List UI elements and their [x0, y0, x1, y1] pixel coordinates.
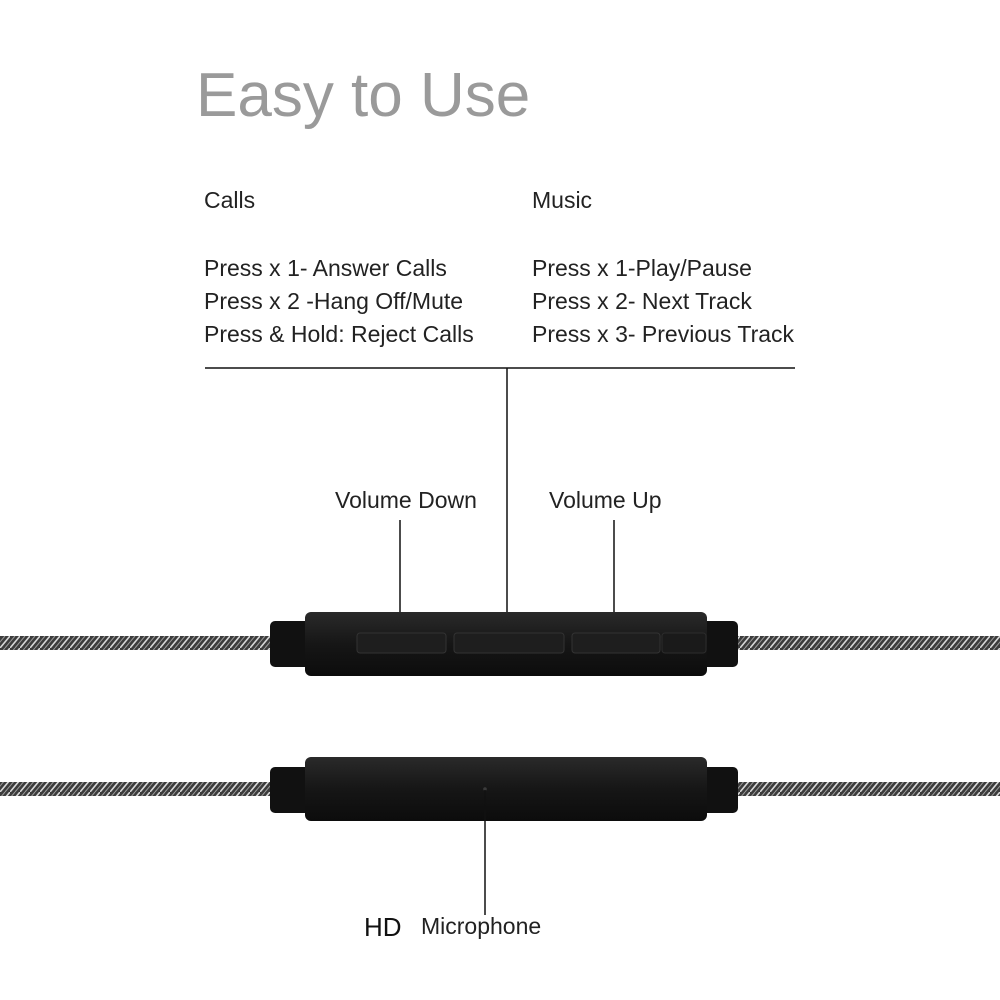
- calls-item: Press x 2 -Hang Off/Mute: [204, 288, 464, 314]
- volume-down-button: [356, 632, 447, 654]
- page-title: Easy to Use: [196, 61, 531, 130]
- volume-down-label: Volume Down: [335, 487, 477, 513]
- music-item: Press x 3- Previous Track: [532, 321, 795, 347]
- music-heading: Music: [532, 187, 593, 213]
- calls-heading: Calls: [204, 187, 256, 213]
- remote-control: [270, 612, 738, 676]
- calls-item: Press & Hold: Reject Calls: [204, 321, 474, 347]
- cable-top: [0, 636, 1000, 650]
- microphone-hole: [483, 787, 487, 791]
- microphone-label: Microphone: [421, 913, 542, 939]
- multifunction-button: [453, 632, 565, 654]
- cable-bottom: [0, 782, 1000, 796]
- music-item: Press x 2- Next Track: [532, 288, 752, 314]
- music-item: Press x 1-Play/Pause: [532, 255, 752, 281]
- volume-up-button: [571, 632, 661, 654]
- hd-label: HD: [364, 912, 402, 942]
- calls-item: Press x 1- Answer Calls: [204, 255, 447, 281]
- volume-up-label: Volume Up: [549, 487, 662, 513]
- microphone-remote: [270, 757, 738, 821]
